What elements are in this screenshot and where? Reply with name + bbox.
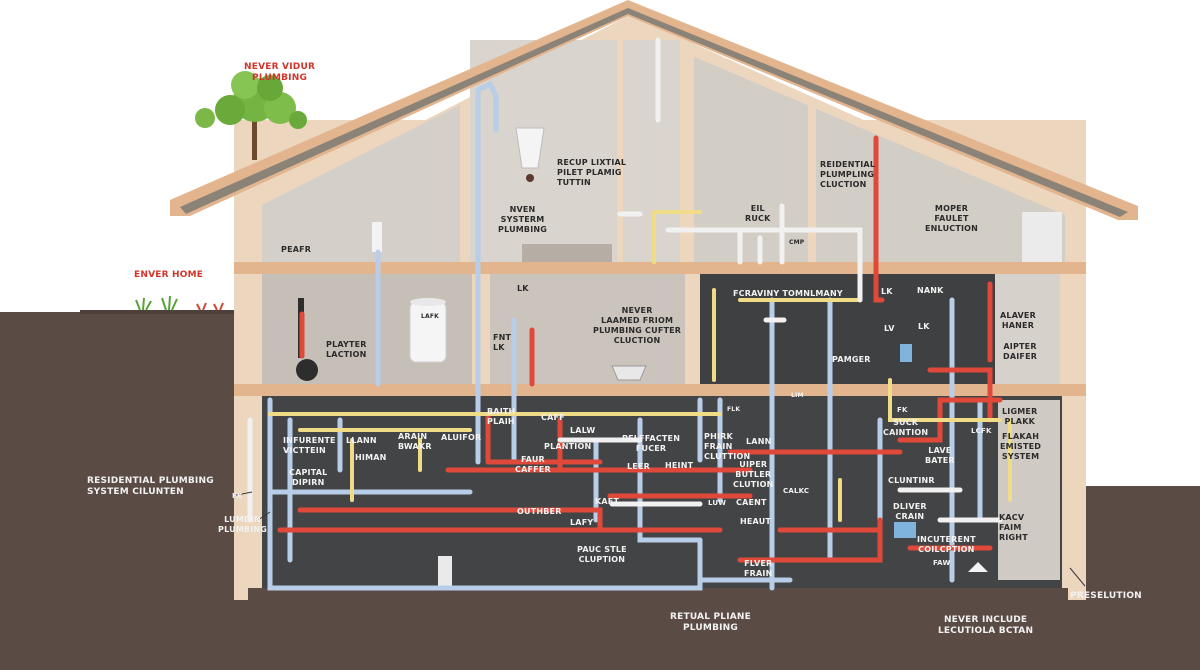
label-calkc: CALKC xyxy=(783,487,810,495)
label-kaft: KAFT xyxy=(595,497,620,506)
label-faucstle: PAUC STLE CLUPTION xyxy=(577,545,627,564)
label-peafr: PEAFR xyxy=(281,245,312,254)
basement-right-room xyxy=(998,400,1060,580)
label-lk-4: LK xyxy=(918,322,930,331)
label-outhber: OUTHBER xyxy=(517,507,562,516)
room-mid xyxy=(490,274,685,384)
label-recup: RECUP LIXTIAL PILET PLAMIG TUTTIN xyxy=(557,158,627,187)
label-lave-bater: LAVE BATER xyxy=(925,446,955,465)
label-llann: LLANN xyxy=(346,436,377,445)
attic-center xyxy=(470,40,680,262)
attic-tank xyxy=(515,127,545,182)
lower-floor-slab xyxy=(234,384,1086,396)
label-heint: HEINT xyxy=(665,461,694,470)
label-eil-ruck: EIL RUCK xyxy=(745,204,771,223)
label-retual-pliane: RETUAL PLIANE PLUMBING xyxy=(670,612,752,633)
label-aluifor: ALUIFOR xyxy=(441,433,482,442)
water-heater xyxy=(409,298,447,363)
label-pamger: PAMGER xyxy=(832,355,871,364)
grass-sprouts xyxy=(135,295,224,311)
water-jug xyxy=(968,562,988,572)
label-leer: LEER xyxy=(627,462,650,471)
ground-strip xyxy=(80,310,248,314)
attic-fixture-tall xyxy=(372,222,382,252)
label-lim: LIM xyxy=(791,392,804,399)
enver-home-label: ENVER HOME xyxy=(134,270,204,280)
label-suck-caintion: SUCK CAINTION xyxy=(883,418,929,437)
upper-floor-slab xyxy=(234,262,1086,274)
label-dliver-crain: DLIVER CRAIN xyxy=(893,502,927,521)
cold-water-pipes xyxy=(267,80,983,591)
room-right-end xyxy=(995,274,1060,384)
left-title: RESIDENTIAL PLUMBING SYSTEM CILUNTEN xyxy=(87,476,214,497)
label-flakah: FLAKAH EMISTED SYSTEM xyxy=(1000,432,1042,461)
label-nank: NANK xyxy=(917,286,944,295)
label-never-laamed: NEVER LAAMED FRIOM PLUMBING CUFTER CLUCT… xyxy=(593,306,682,345)
label-kacv-faim: KACV FAIM RIGHT xyxy=(999,513,1028,542)
basement-floor xyxy=(248,588,1068,600)
label-baith-plaih: BAITH PLAIH xyxy=(487,407,516,426)
label-incuterent: INCUTERENT COILCPTION xyxy=(917,535,976,554)
label-fk-2: FK xyxy=(897,406,908,414)
attic-shelf xyxy=(522,244,612,262)
floor-drain xyxy=(438,556,452,590)
label-never-include: NEVER INCLUDE LECUTIOLA BCTAN xyxy=(938,615,1034,636)
label-ligmer-plakk: LIGMER PLAKK xyxy=(1002,407,1038,426)
label-lann: LANN xyxy=(746,437,772,446)
label-alaver-haner: ALAVER HANER xyxy=(1000,311,1036,330)
drain-pipes xyxy=(247,37,1003,523)
label-playter-laction: PLAYTER LACTION xyxy=(326,340,367,359)
label-fnt-lk: FNT LK xyxy=(493,333,512,352)
label-cmp: CMP xyxy=(789,239,805,246)
label-lafy: LAFY xyxy=(570,518,594,527)
label-himan: HIMAN xyxy=(355,453,387,462)
top-title: NEVER VIDUR PLUMBING xyxy=(244,62,316,83)
utility-tub xyxy=(894,522,916,538)
label-pointers xyxy=(231,491,1086,587)
label-heaut: HEAUT xyxy=(740,517,772,526)
label-lk-1: LK xyxy=(517,284,529,293)
label-caent: CAENT xyxy=(736,498,767,507)
label-preselution: PRESELUTION xyxy=(1070,591,1142,601)
bucket xyxy=(900,344,912,362)
label-lafk: LAFK xyxy=(421,313,440,320)
label-faw: FAW xyxy=(933,559,951,567)
label-fcraviny: FCRAVINY TOMNLMANY xyxy=(733,289,843,298)
label-faur-caffer: FAUR CAFFER xyxy=(515,455,551,474)
gas-pipes xyxy=(268,210,1012,522)
label-lcfk: LCFK xyxy=(971,427,992,435)
label-flk-1: FLK xyxy=(727,406,741,413)
label-uiper-butler: UIPER BUTLER CLUTION xyxy=(733,460,774,489)
label-arain-bwakr: ARAIN BWAKR xyxy=(398,432,432,451)
label-residential-plumpling: REIDENTIAL PLUMPLING CLUCTION xyxy=(820,160,876,189)
label-infurente: INFURENTE VICTTEIN xyxy=(283,436,336,455)
label-lv-1: LV xyxy=(884,324,895,333)
label-capital-dipirn: CAPITAL DIPIRN xyxy=(289,468,328,487)
basin xyxy=(611,365,647,381)
label-luw: LUW xyxy=(708,499,727,507)
label-nven-system: NVEN SYSTERM PLUMBING xyxy=(498,205,548,234)
label-cluntinr: CLUNTINR xyxy=(888,476,935,485)
label-moper-faulet: MOPER FAULET ENLUCTION xyxy=(925,204,979,233)
attic-window xyxy=(1022,212,1062,262)
label-aipter-daifer: AIPTER DAIFER xyxy=(1003,342,1038,361)
label-caff: CAFF xyxy=(541,413,565,422)
tree xyxy=(195,71,307,160)
attic-left xyxy=(262,105,460,262)
label-pelffacten: PELFFACTEN FUCER xyxy=(622,434,681,453)
label-luindin: LUMDIN PLUMBING xyxy=(218,515,268,534)
label-flver-frain: FLVER FRAIN xyxy=(744,559,773,578)
label-fk: FK xyxy=(232,492,243,500)
label-lk-3: LK xyxy=(881,287,893,296)
hot-water-pipes xyxy=(277,135,1003,563)
label-plantion: PLANTION xyxy=(544,442,592,451)
label-phirk: PHIRK FRAIN CLUTTION xyxy=(704,432,751,461)
label-lalw: LALW xyxy=(570,426,596,435)
